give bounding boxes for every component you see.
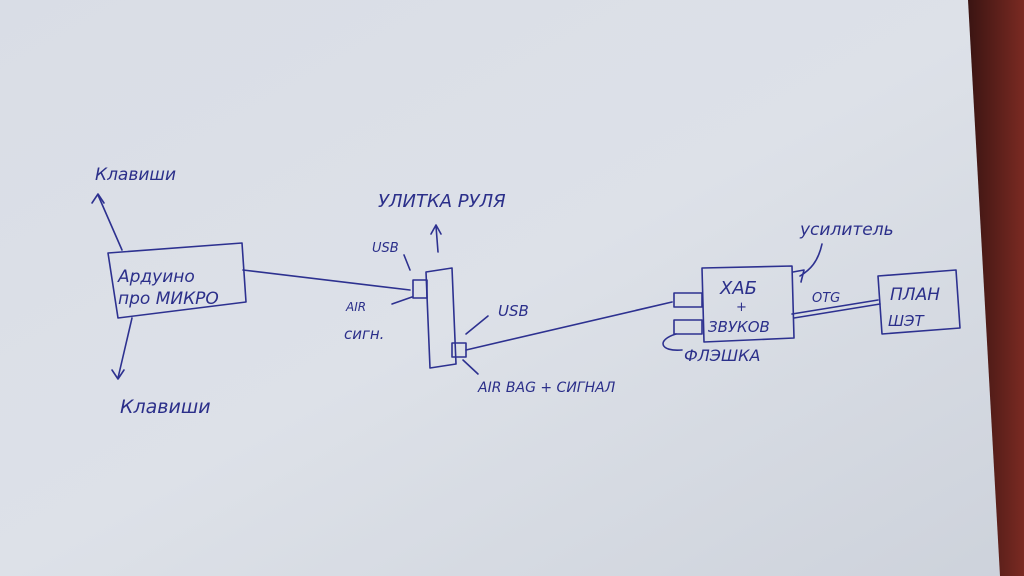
stalk-up-arrowhead — [430, 224, 442, 235]
arduino-label-line2: про МИКРО — [118, 289, 219, 309]
flash-label: ФЛЭШКА — [684, 346, 760, 365]
usb-top-pointer — [403, 254, 411, 271]
keys-bottom-arrow — [117, 317, 133, 379]
keys-top-arrowhead — [91, 193, 105, 204]
amplifier-label: усилитель — [799, 220, 894, 240]
stalk-up-arrow — [435, 225, 439, 253]
otg-label: OTG — [812, 291, 840, 306]
air-label-line2: сигн. — [344, 325, 384, 343]
hub-port-bottom — [673, 319, 703, 335]
tablet-label-line1: ПЛАН — [890, 285, 940, 305]
stalk-top-connector — [412, 279, 428, 299]
hub-plus: + — [736, 300, 747, 315]
hub-port-top — [673, 292, 703, 308]
airbag-pointer — [462, 359, 479, 375]
wire-otg-double — [793, 303, 881, 319]
desk-edge — [968, 0, 1024, 576]
tablet-box — [877, 269, 961, 335]
flash-pointer — [662, 333, 683, 351]
amplifier-jack — [792, 269, 805, 283]
usb-right-pointer — [465, 315, 489, 335]
wire-stalk-hub — [465, 301, 673, 351]
keys-top-label: Клавиши — [95, 165, 176, 185]
air-pointer — [391, 296, 413, 305]
keys-top-arrow — [97, 194, 123, 251]
usb-right-label: USB — [498, 302, 529, 320]
air-label-line1: AIR — [345, 300, 366, 314]
wire-otg — [791, 299, 879, 315]
stalk-title: УЛИТКА РУЛЯ — [378, 191, 506, 212]
hub-label-line2: ЗВУКОВ — [708, 318, 770, 336]
airbag-label: AIR BAG + СИГНАЛ — [477, 380, 616, 396]
wire-arduino-stalk — [242, 269, 411, 291]
tablet-label-line2: ШЭТ — [888, 312, 926, 330]
arduino-box — [107, 242, 247, 319]
keys-bottom-arrowhead — [111, 369, 125, 380]
stalk-body — [425, 267, 457, 369]
usb-top-label: USB — [372, 241, 399, 256]
arduino-label-line1: Ардуино — [117, 267, 195, 287]
hub-label-line1: ХАБ — [719, 278, 757, 299]
hub-box — [701, 265, 795, 343]
keys-bottom-label: Клавиши — [120, 396, 211, 418]
